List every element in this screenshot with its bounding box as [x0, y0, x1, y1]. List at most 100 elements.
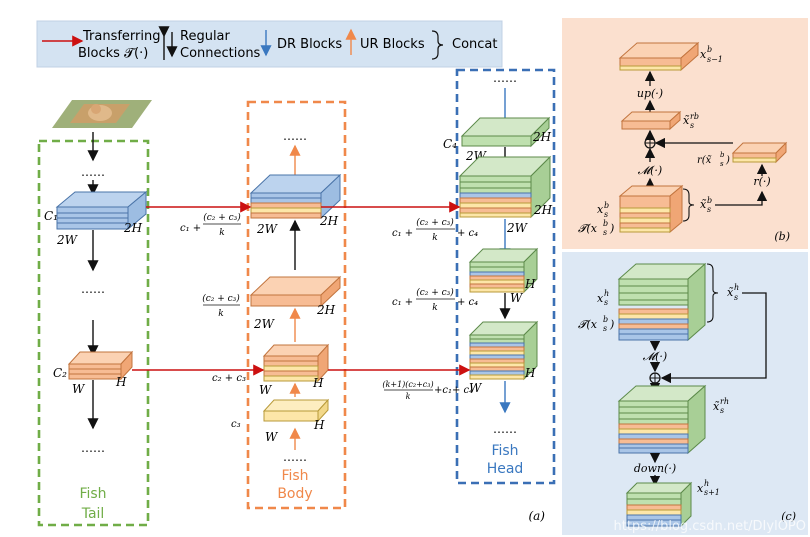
legend-box	[36, 20, 503, 68]
caption-a: (a)	[528, 509, 545, 523]
legend-ur-blocks: UR Blocks	[360, 37, 425, 52]
head-eq2-den: k	[432, 303, 437, 313]
body-low-w: W	[259, 383, 273, 397]
pc-caption: (c)	[781, 510, 796, 523]
pb-brace-icon	[682, 188, 695, 222]
pb-xs1-sub: s−1	[707, 55, 723, 64]
pc-tilde-xrh: x̃	[713, 400, 720, 413]
panel-c: x h s 𝓣(x b s ) x̃ h s 𝓜(·)	[578, 262, 796, 528]
body-mid-eq-num: (c₂ + c₃)	[202, 293, 240, 304]
pc-tilde-xrh-sub: s	[720, 406, 724, 415]
fish-head-box	[455, 68, 556, 485]
pb-xsb: x	[597, 203, 604, 216]
pc-txb-close: )	[609, 318, 614, 331]
pb-tilde-xb: x̃	[700, 198, 707, 211]
legend-dr-blocks: DR Blocks	[277, 37, 342, 52]
pb-route-to-r	[715, 190, 768, 206]
body-top-2w: 2W	[256, 222, 279, 236]
head-c4-label: C₄	[443, 137, 457, 151]
pb-txsb: 𝓣(x	[578, 222, 598, 235]
pc-input-block	[617, 262, 707, 342]
legend-transferring: Transferring	[82, 29, 161, 44]
body-low-eq: c₂ + c₃	[212, 373, 246, 384]
tail-block-c2	[67, 350, 134, 381]
pc-xh1-sub: s+1	[704, 488, 720, 497]
body-top-eq-den: k	[219, 228, 224, 238]
head-b3-h: H	[524, 366, 536, 380]
pc-down: down(·)	[634, 462, 676, 475]
body-top-2h: 2H	[319, 214, 339, 228]
tail-block-c1	[55, 190, 148, 231]
body-mid-2w: 2W	[253, 317, 276, 331]
pb-txsb-close: )	[609, 222, 614, 235]
tail-h-label: H	[115, 375, 127, 389]
pb-tilde-xb-sup: b	[707, 196, 712, 205]
pc-xh1: x	[697, 482, 704, 495]
pb-tilde-xb-sub: s	[707, 205, 711, 214]
body-c3-h: H	[313, 418, 325, 432]
head-eq2-b: + c₄	[457, 297, 478, 308]
pb-caption: (b)	[774, 230, 790, 243]
tail-2w-label: 2W	[56, 233, 79, 247]
body-block-low	[262, 343, 330, 383]
pb-m: 𝓜(·)	[638, 164, 662, 177]
pc-xrh-block	[617, 384, 707, 455]
head-eq1-a: c₁ +	[392, 228, 413, 239]
legend-regular: Regular	[180, 29, 231, 44]
body-top-eq-a: c₁ +	[180, 223, 201, 234]
pb-r-sub: s	[720, 160, 724, 168]
tail-dots-3: ……	[81, 441, 105, 455]
pc-xh: x	[597, 292, 604, 305]
pb-xs1: x	[700, 48, 707, 61]
head-b3-w: W	[469, 381, 483, 395]
tail-c2-label: C₂	[53, 366, 67, 380]
legend-connections: Connections	[180, 46, 261, 61]
body-top-eq-num: (c₂ + c₃)	[203, 212, 241, 223]
input-cat-image	[52, 100, 152, 128]
pc-txb-sub: s	[603, 324, 607, 333]
body-block-mid	[249, 275, 342, 308]
pb-txsb-sup: b	[603, 219, 608, 228]
head-eq3-den: k	[406, 392, 411, 401]
fish-head-label-1: Fish	[491, 443, 518, 459]
fish-tail-label-1: Fish	[79, 486, 106, 502]
brace-icon	[431, 30, 444, 60]
pb-r-fn: r(·)	[753, 175, 770, 188]
pb-xrb-sub: s	[690, 121, 694, 130]
pc-m: 𝓜(·)	[643, 350, 667, 363]
head-dots-bottom: ……	[493, 422, 517, 436]
pc-txb-sup: b	[603, 315, 608, 324]
pc-tilde-xh: x̃	[727, 286, 734, 299]
tail-dots-1: ……	[81, 165, 105, 179]
head-b2-w: W	[510, 291, 524, 305]
pb-xrb-block	[620, 110, 682, 131]
pb-xs1-sup: b	[707, 45, 712, 54]
head-block-concat-1	[458, 155, 552, 219]
pb-r-close: )	[725, 155, 730, 166]
body-dots-bottom: ……	[283, 450, 307, 464]
body-mid-2h: 2H	[316, 303, 336, 317]
fish-head-label-2: Head	[487, 461, 524, 477]
fish-body-label-1: Fish	[281, 468, 308, 484]
pc-tilde-xh-sup: h	[734, 283, 739, 292]
fish-body-label-2: Body	[277, 486, 312, 502]
fish-body-box	[246, 100, 347, 510]
head-eq3-b: +c₁+ c₄	[434, 385, 473, 396]
watermark: https://blog.csdn.net/DIylOPO	[613, 519, 806, 534]
pb-concat-block	[618, 184, 684, 234]
pb-r-block	[731, 141, 788, 164]
head-dots-top: ……	[493, 71, 517, 85]
pb-r-sup: b	[720, 151, 725, 159]
pb-txsb-sub: s	[603, 228, 607, 237]
pc-route-to-plus	[660, 292, 767, 384]
body-block-c3	[262, 398, 330, 423]
tail-dots-2: ……	[81, 282, 105, 296]
head-eq1-num: (c₂ + c₃)	[416, 217, 454, 228]
head-eq1-den: k	[432, 233, 437, 243]
head-block-concat-3	[468, 320, 539, 381]
pb-xsb-sup: b	[604, 201, 609, 210]
fish-tail-label-2: Tail	[81, 506, 105, 522]
pc-brace-icon	[706, 263, 719, 323]
pb-r-label: r(x̃	[697, 155, 712, 166]
